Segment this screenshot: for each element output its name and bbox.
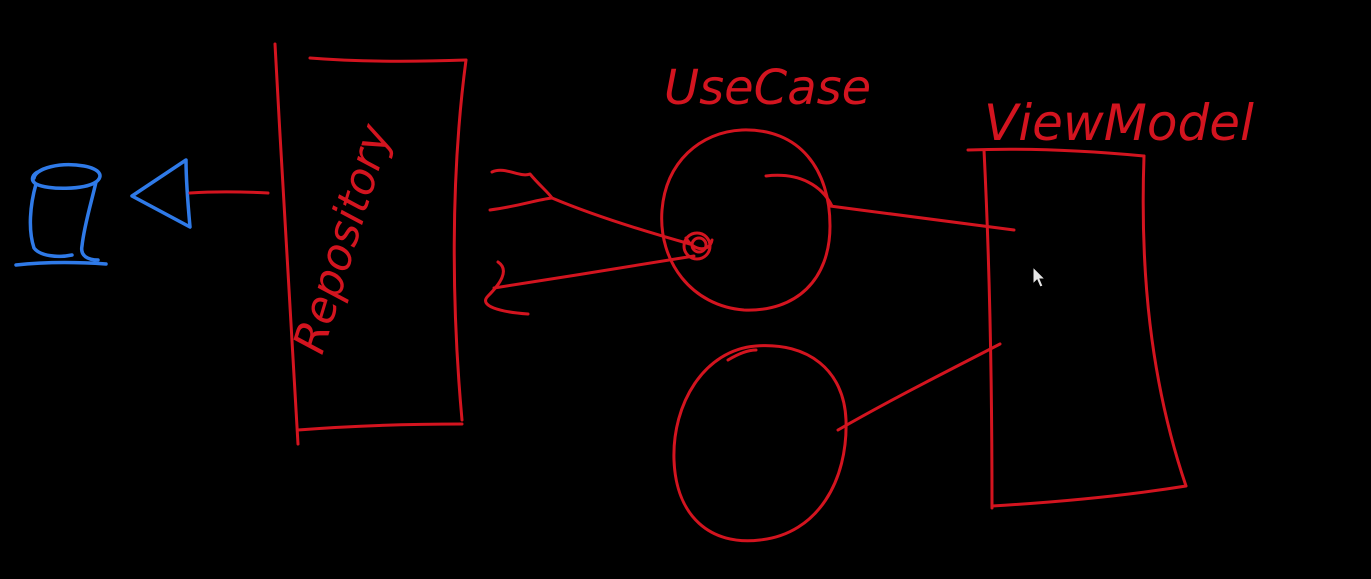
mouse-pointer-icon (1032, 265, 1047, 288)
connector-repository-to-database (188, 190, 270, 195)
repository-label: Repository (284, 118, 402, 359)
triangle-arrow-icon (130, 158, 192, 229)
database-icon (14, 163, 108, 267)
viewmodel-box (966, 147, 1188, 510)
usecase-circle-top (660, 128, 834, 312)
usecase-circle-bottom (672, 344, 848, 543)
repository-box: Repository (273, 42, 468, 446)
connector-usecase-top-to-viewmodel (828, 204, 1016, 232)
usecase-label: UseCase (664, 60, 871, 116)
connector-usecase-bottom-to-viewmodel (836, 342, 1002, 432)
viewmodel-label: ViewModel (984, 94, 1254, 152)
